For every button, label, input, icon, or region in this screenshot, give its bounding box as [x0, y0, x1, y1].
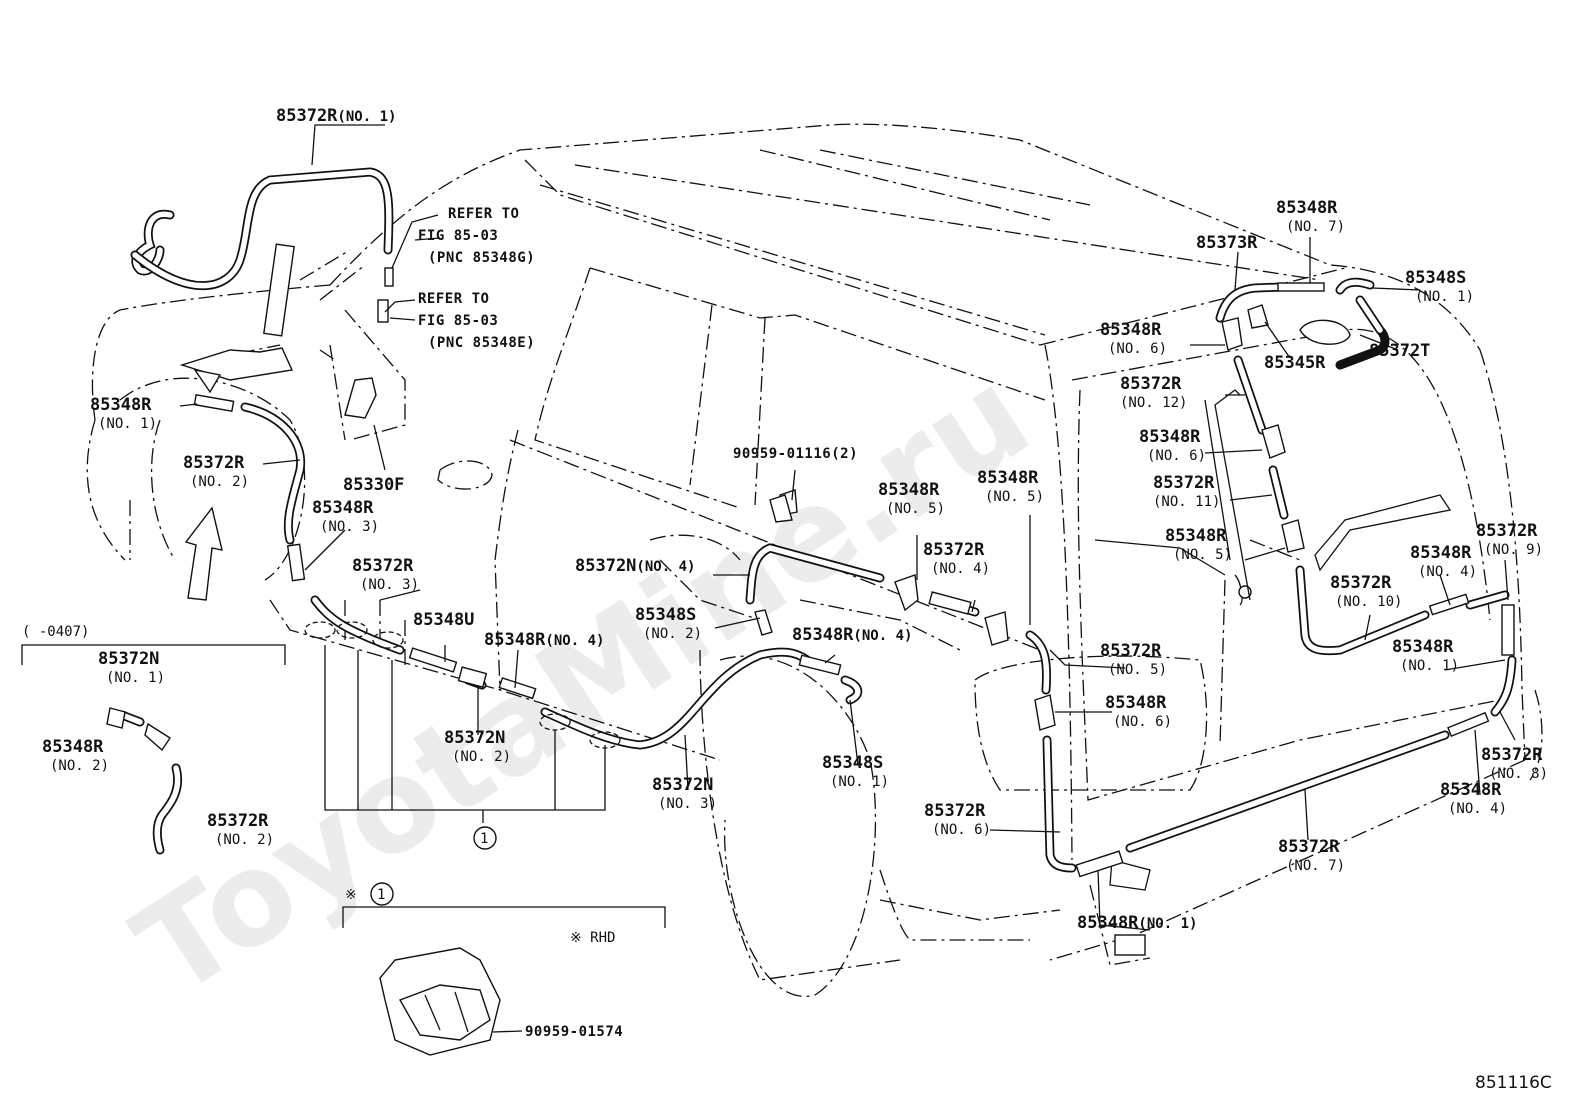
part-label: 85372N [98, 649, 159, 669]
part-label: 85348R [1105, 693, 1167, 713]
direction-arrow [184, 506, 223, 601]
part-label: 85372T [1369, 341, 1430, 361]
part-label-sub: (NO. 4) [1448, 801, 1507, 817]
part-label: 85348S [1405, 268, 1466, 288]
part-label: 85372R [1476, 521, 1538, 541]
part-label: 90959-01574 [525, 1024, 623, 1040]
ref-note-line: REFER TO [418, 291, 489, 307]
inset-range: ( -0407) [22, 624, 89, 640]
part-label: 85348R [1100, 320, 1162, 340]
rhd-note: ※ RHD [570, 930, 615, 946]
part-label: 85348R [42, 737, 104, 757]
part-label-sub: (NO. 2) [643, 626, 702, 642]
part-label-sub: (NO. 6) [1108, 341, 1167, 357]
part-label-sub: (NO. 6) [932, 822, 991, 838]
callout-number: 1 [377, 887, 385, 903]
part-label: 85330F [343, 475, 404, 495]
part-label-sub: (NO. 1) [1415, 289, 1474, 305]
watermark: ToyotaMine.ru [111, 340, 1055, 1026]
ref-note-line: REFER TO [448, 206, 519, 222]
part-label: 85348R [1276, 198, 1338, 218]
ref-note-line: FIG 85-03 [418, 228, 498, 244]
inset-frame [21, 644, 666, 928]
callout-number: 1 [480, 831, 488, 847]
part-label: 85372R [1153, 473, 1215, 493]
part-label: 85348R [977, 468, 1039, 488]
part-label-sub: (NO. 12) [1120, 395, 1187, 411]
part-label: 85372R [1120, 374, 1182, 394]
hose-network [117, 167, 1517, 873]
part-label: 85348R [312, 498, 374, 518]
part-label: 85372R [183, 453, 245, 473]
part-label: 85372R [1330, 573, 1392, 593]
part-label-sub: (NO. 8) [1489, 766, 1548, 782]
part-label-sub: (NO. 2) [215, 832, 274, 848]
part-label: 90959-01116(2) [733, 446, 858, 462]
part-label-sub: (NO. 1) [98, 416, 157, 432]
part-label-sub: (NO. 2) [50, 758, 109, 774]
part-label-sub: (NO. 9) [1484, 542, 1543, 558]
part-label: 85372R [352, 556, 414, 576]
part-label-sub: (NO. 1) [106, 670, 165, 686]
part-label-sub: (NO. 10) [1335, 594, 1402, 610]
part-label: 85348R [878, 480, 940, 500]
part-label: 85348R [1440, 780, 1502, 800]
part-label-sub: (NO. 11) [1153, 494, 1220, 510]
vehicle-details [1094, 494, 1452, 956]
part-label: 85372N [652, 775, 713, 795]
part-label-sub: (NO. 6) [1147, 448, 1206, 464]
part-label: 85348R(NO. 4) [792, 625, 912, 645]
part-label: 85372N [444, 728, 505, 748]
part-label-sub: (NO. 5) [985, 489, 1044, 505]
part-label-sub: (NO. 1) [1400, 658, 1459, 674]
part-label: 85348R [1165, 526, 1227, 546]
part-label-sub: (NO. 5) [886, 501, 945, 517]
part-label: 85373R [1196, 233, 1258, 253]
part-label-sub: (NO. 7) [1286, 219, 1345, 235]
fittings [106, 243, 1515, 1056]
part-label: 85372R(NO. 1) [276, 106, 396, 126]
part-label: 85372R [1100, 641, 1162, 661]
part-label-sub: (NO. 3) [360, 577, 419, 593]
part-label-sub: (NO. 3) [658, 796, 717, 812]
ref-note-line: (PNC 85348E) [428, 335, 535, 351]
part-label: 85372N(NO. 4) [575, 556, 695, 576]
part-label: 85348R(NO. 4) [484, 630, 604, 650]
leader-lines [179, 124, 1516, 1033]
part-label-sub: (NO. 2) [452, 749, 511, 765]
part-label-sub: (NO. 5) [1173, 547, 1232, 563]
part-label: 85372R [923, 540, 985, 560]
part-label: 85348U [413, 610, 474, 630]
part-label: 85348S [635, 605, 696, 625]
part-label-sub: (NO. 5) [1108, 662, 1167, 678]
part-label: 85348R [1410, 543, 1472, 563]
part-labels: 85372R(NO. 1) REFER TO FIG 85-03 (PNC 85… [22, 106, 1552, 1093]
part-label: 85348R [90, 395, 152, 415]
part-label-sub: (NO. 3) [320, 519, 379, 535]
callout-bracket [324, 645, 606, 850]
part-label: 85348R(NO. 1) [1077, 913, 1197, 933]
part-label-sub: (NO. 2) [190, 474, 249, 490]
part-label-sub: (NO. 4) [1418, 564, 1477, 580]
part-label: 85348R [1392, 637, 1454, 657]
part-label-sub: (NO. 6) [1113, 714, 1172, 730]
part-label: 85372R [924, 801, 986, 821]
part-label: 85372R [1278, 837, 1340, 857]
part-label-sub: (NO. 1) [830, 774, 889, 790]
part-label-sub: (NO. 7) [1286, 858, 1345, 874]
ref-note-line: (PNC 85348G) [428, 250, 535, 266]
part-label: 85345R [1264, 353, 1326, 373]
part-label: 85348S [822, 753, 883, 773]
ref-note-line: FIG 85-03 [418, 313, 498, 329]
part-label: 85372R [1481, 745, 1543, 765]
figure-code: 851116C [1475, 1073, 1552, 1093]
part-label-sub: (NO. 4) [931, 561, 990, 577]
part-label: 85348R [1139, 427, 1201, 447]
note-symbol: ※ [345, 887, 357, 903]
part-label: 85372R [207, 811, 269, 831]
